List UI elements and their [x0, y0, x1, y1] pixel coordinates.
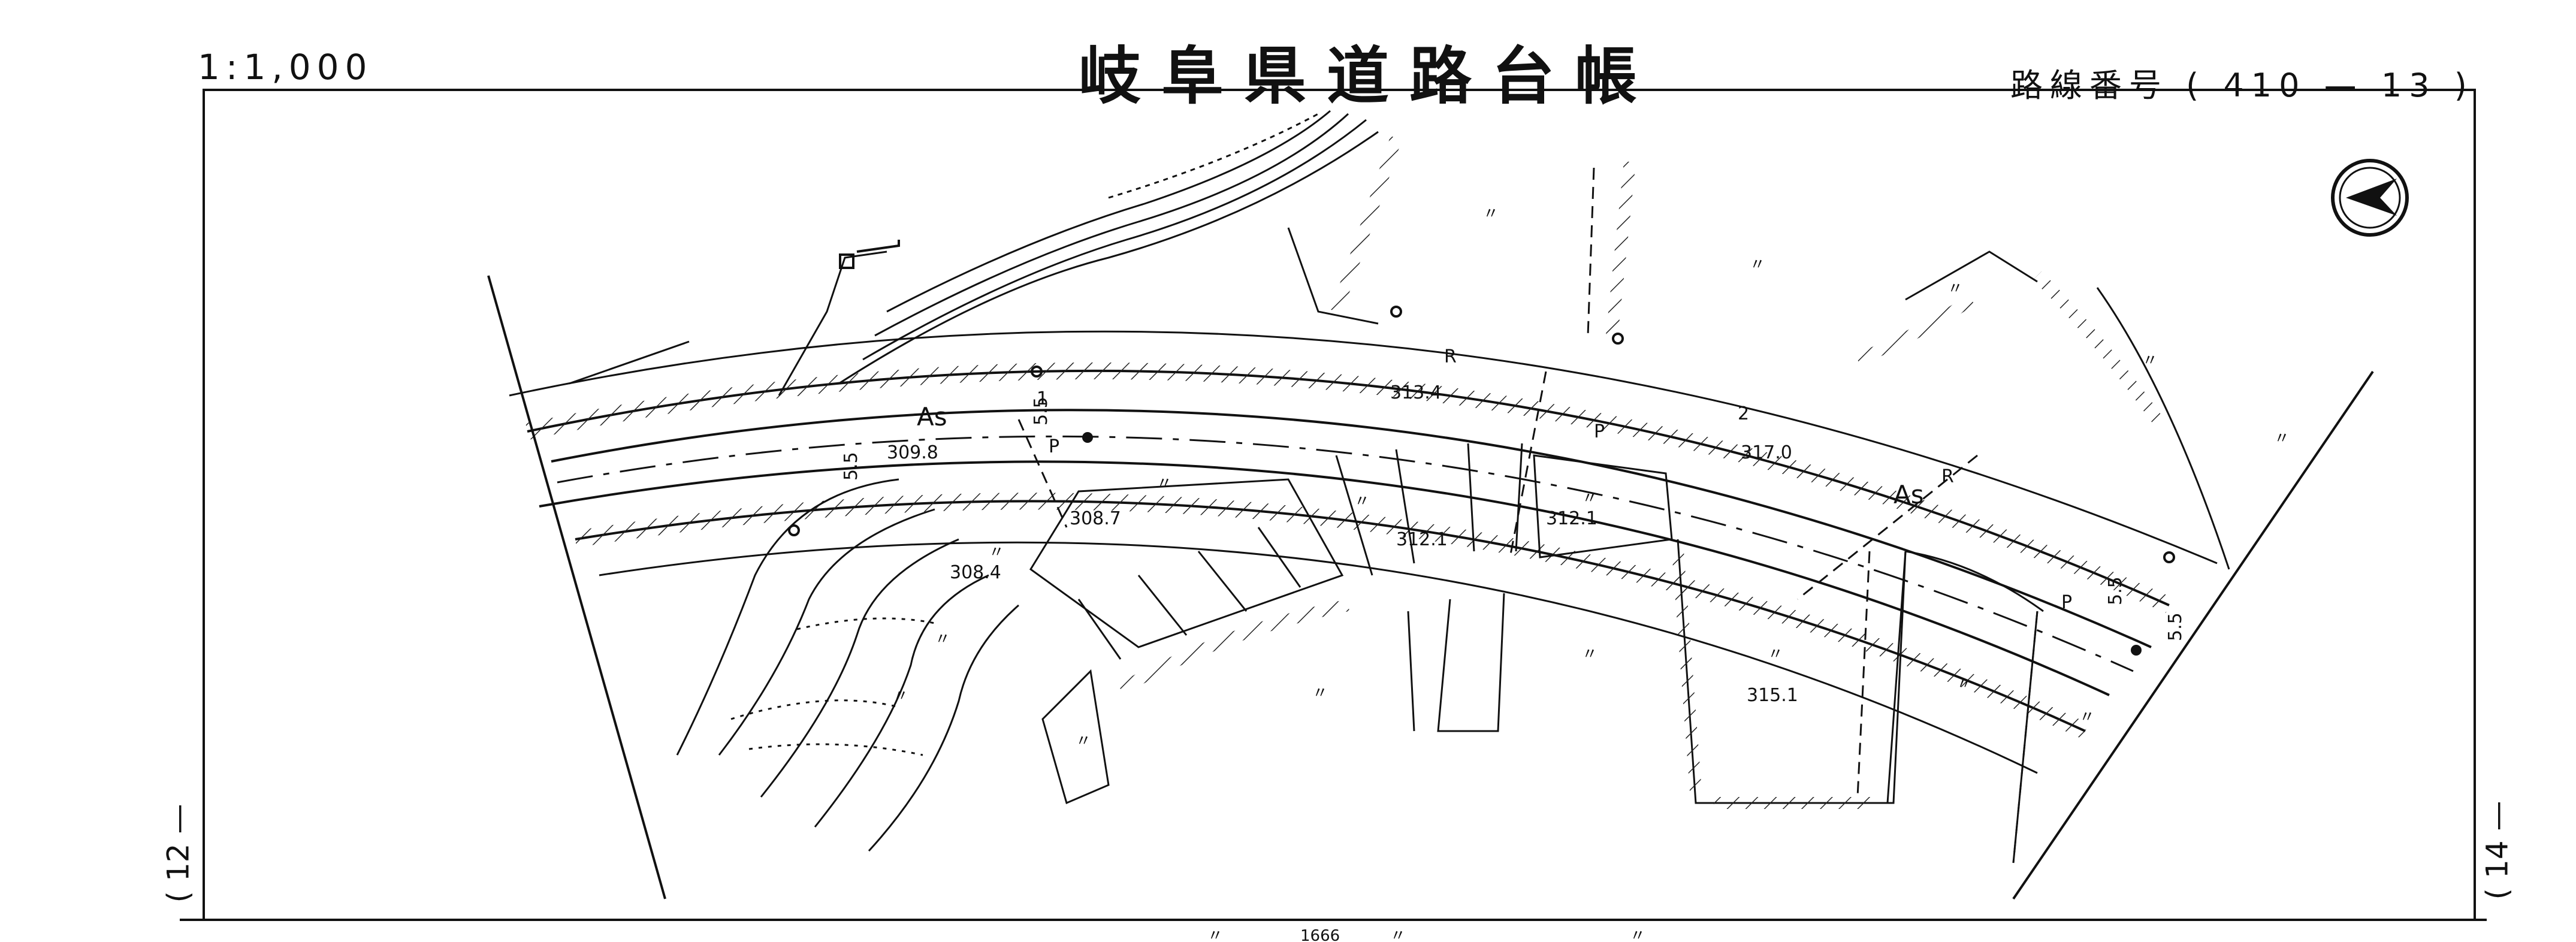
label-width-west: 5.5 — [1031, 397, 1052, 425]
field-mark: 〃 — [1076, 732, 1091, 750]
scale-label: 1:1,000 — [198, 47, 373, 87]
field-mark: 〃 — [935, 630, 950, 648]
land-parcels — [1029, 227, 2230, 864]
road-edge-hatching — [526, 362, 2173, 739]
field-mark: 〃 — [1390, 927, 1406, 942]
route-close-paren: ) — [2454, 67, 2474, 104]
label-width-east: 5.5 — [2105, 576, 2126, 605]
label-as-west: As — [917, 402, 947, 431]
label-p-mid: P — [1594, 421, 1605, 442]
label-elev-3121a: 312.1 — [1396, 529, 1448, 550]
label-num-1: 1 — [1037, 388, 1048, 409]
field-mark: 〃 — [1582, 645, 1597, 663]
label-p-east: P — [2061, 592, 2072, 613]
label-r-east: R — [1941, 466, 1954, 487]
field-mark: 〃 — [1312, 684, 1328, 702]
field-mark: 〃 — [1750, 256, 1765, 274]
label-elev-3170: 317.0 — [1741, 442, 1792, 463]
small-structures — [788, 240, 2175, 563]
label-p-west: P — [1049, 436, 1059, 457]
terrain-contours-upper — [569, 110, 1379, 396]
label-elev-3151: 315.1 — [1747, 685, 1798, 706]
label-elev-3134: 313.4 — [1390, 382, 1442, 403]
label-as-east: As — [1894, 480, 1924, 509]
label-elev-3084: 308.4 — [950, 562, 1001, 583]
route-dash: — — [2324, 67, 2364, 104]
field-mark: 〃 — [1354, 493, 1370, 511]
route-minor-number: 13 — [2381, 67, 2437, 104]
field-mark: 〃 — [1956, 675, 1972, 693]
field-mark: 〃 — [1630, 927, 1645, 942]
label-elev-3087: 308.7 — [1070, 508, 1121, 529]
field-mark: 〃 — [1768, 645, 1783, 663]
sheet-boundaries — [487, 275, 2374, 900]
field-mark: 〃 — [1483, 205, 1499, 223]
field-mark: 〃 — [1947, 280, 1963, 298]
label-elev-3098: 309.8 — [887, 442, 938, 463]
property-boundaries — [1017, 167, 2039, 864]
map-labels: As As 5.5 5.5 5.5 5.5 309.8 308.7 308.4 … — [841, 205, 2290, 942]
label-width-east-2: 5.5 — [2165, 612, 2186, 641]
field-mark: 〃 — [893, 687, 908, 705]
label-num-1666: 1666 — [1300, 927, 1340, 942]
field-mark: 〃 — [1207, 927, 1223, 942]
manhole-markers — [1082, 432, 2142, 656]
field-mark: 〃 — [1582, 490, 1597, 508]
field-mark: 〃 — [989, 544, 1004, 561]
route-open-paren: ( — [2186, 67, 2206, 104]
route-number-label: 路線番号 — [2010, 67, 2169, 104]
label-r-west: R — [1444, 346, 1457, 367]
label-width-west-2: 5.5 — [841, 452, 862, 481]
field-mark: 〃 — [2079, 708, 2095, 726]
slope-hatching — [1118, 135, 2163, 809]
route-major-number: 410 — [2223, 67, 2307, 104]
field-mark: 〃 — [1156, 475, 1172, 493]
field-mark: 〃 — [2142, 352, 2158, 370]
north-arrow-icon — [2331, 159, 2409, 237]
terrain-contours-lower — [676, 478, 1019, 852]
label-elev-3121b: 312.1 — [1546, 508, 1597, 529]
sheet-title: 岐阜県道路台帳 — [1079, 40, 1658, 113]
field-mark: 〃 — [2274, 430, 2290, 448]
label-num-2: 2 — [1738, 403, 1749, 424]
route-number: 路線番号 ( 410 — 13 ) — [2010, 59, 2474, 106]
